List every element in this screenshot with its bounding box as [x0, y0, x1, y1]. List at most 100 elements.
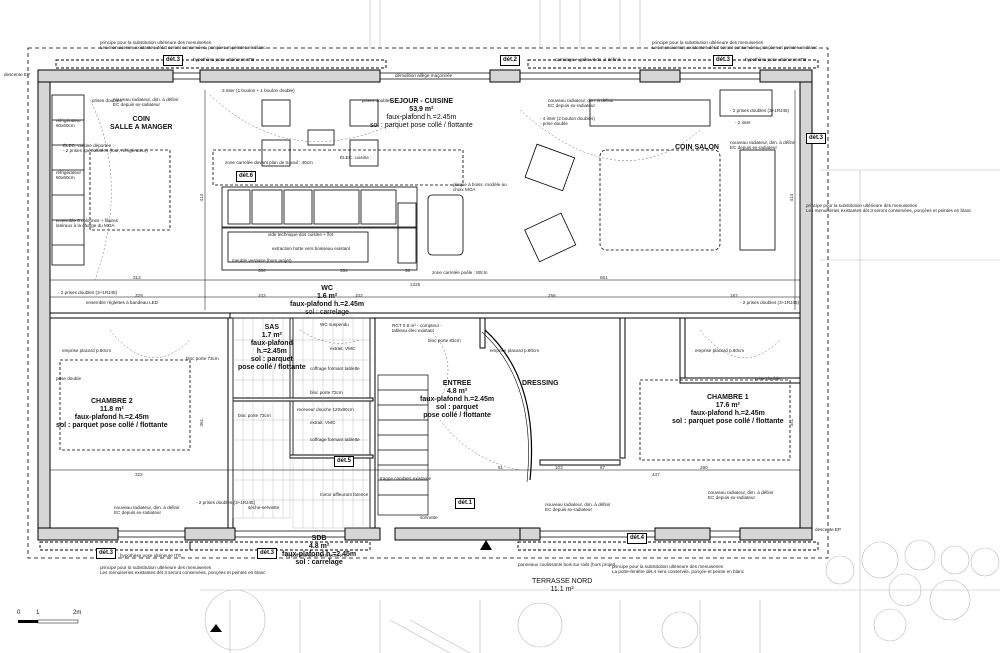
room-area: 53.9 m²: [409, 106, 434, 114]
dim-81: 81: [498, 465, 504, 470]
room-height: h.=2.45m: [256, 348, 287, 356]
note-trappe: trappe combles existante: [380, 476, 432, 481]
room-area: 4.8 m²: [446, 388, 468, 396]
room-ceiling: faux-plafond h.=2.45m: [74, 414, 149, 422]
note-miroir: miroir affleurant faïence: [320, 492, 369, 497]
note-refrigerateur2: réfrigérateur 60x60cm: [56, 170, 82, 181]
note-prises-rj45-right2: - 2 prises doubles (3+1RJ45): [740, 300, 800, 305]
note-hypo-ite-topright: hypothèse pose ultérieure ITE: [745, 57, 807, 62]
dim-651: 651: [600, 275, 608, 280]
note-vide-technique: vide technique dos cuisine + îlot: [268, 232, 334, 237]
window-openings: [118, 72, 760, 538]
detail-tag-3-top[interactable]: dét.3: [163, 55, 184, 66]
room-name: SAS: [264, 324, 280, 331]
site-background: [200, 0, 1000, 653]
dim-447: 447: [652, 472, 660, 477]
scale-bar: [18, 619, 79, 624]
dim-290: 290: [700, 465, 708, 470]
room-ceiling: faux-plafond: [250, 340, 293, 348]
room-name: TERRASSE NORD: [532, 578, 593, 585]
note-descente-ep-right: descente EP: [815, 527, 842, 532]
note-zone-carrelee-poele: zone carrelée poêle : 80cm: [432, 270, 488, 275]
note-coffrage: coffrage formant tablette: [310, 366, 360, 371]
note-bloc-porte-73-a: bloc porte 73cm: [186, 356, 219, 361]
scale-label-0: 0: [17, 610, 21, 616]
room-entree: ENTREE 4.8 m² faux-plafond h.=2.45m sol …: [420, 380, 494, 420]
detail-tag-4[interactable]: dét.4: [627, 533, 648, 544]
note-radiateur-right: nouveau radiateur, dim. à définir EC dep…: [730, 140, 796, 151]
note-inter-2-right: - 2 inter: [735, 120, 751, 125]
note-porte-fenetre: principe pour la substitution ultérieure…: [612, 564, 745, 575]
note-prise-double-right: prise double: [755, 376, 781, 381]
room-ceiling: faux-plafond h.=2.45m: [386, 114, 457, 122]
detail-tag-6[interactable]: dét.6: [236, 171, 257, 182]
note-hypo-ite-top: hypothèse pose ultérieure ITE: [193, 57, 255, 62]
note-bloc-porte-83: bloc porte 83cm: [428, 338, 461, 343]
dressing-curve-inner: [481, 331, 529, 483]
note-elec-cuisine: ÉLEC. cuisine :: [340, 155, 372, 160]
note-prise-double-left: prise double: [56, 376, 82, 381]
scale-label-1: 1: [36, 610, 40, 616]
dim-354: 354: [340, 268, 348, 273]
note-emprise-placard-left: emprise placard p.60cm: [62, 348, 112, 353]
note-emprise-placard-right: emprise placard p.60cm: [695, 348, 745, 353]
note-emprise-placard-dressing: emprise placard p.60cm: [490, 348, 540, 353]
detail-tag-3-right[interactable]: dét.3: [806, 133, 827, 144]
note-ensemble-tableau: ensemble réglettes à bandeau LED: [86, 300, 159, 305]
note-bloc-porte-73-c: bloc porte 73cm: [310, 390, 343, 395]
note-extrait-vmc: extrait. VMC: [330, 346, 356, 351]
room-sdb: SDB 4.8 m² faux-plafond h.=2.45m sol : c…: [282, 535, 356, 567]
note-menuiserie-topright: principe pour la substitution ultérieure…: [652, 40, 818, 51]
detail-tag-3-bottom[interactable]: dét.3: [257, 548, 278, 559]
beds: [59, 359, 791, 461]
dim-187: 187: [730, 293, 738, 298]
detail-tag-1[interactable]: dét.1: [455, 498, 476, 509]
dim-361: 361: [199, 418, 205, 427]
room-floor2: pose collé / flottante: [423, 412, 491, 420]
detail-tag-3-bottomleft[interactable]: dét.3: [96, 548, 117, 559]
room-floor: sol : parquet pose collé / flottante: [672, 418, 784, 426]
room-sejour: SEJOUR - CUISINE 53.9 m² faux-plafond h.…: [370, 98, 473, 130]
detail-tag-5[interactable]: dét.5: [334, 456, 355, 467]
room-coin-salon: COIN SALON: [675, 144, 719, 152]
note-prises-doubles-top: prises doubles: [362, 98, 392, 103]
note-prises-rj45-left: - 2 prises doubles (3+1RJ45): [58, 290, 118, 295]
note-prises-doubles-left: prises doubles: [92, 98, 122, 103]
room-name: SEJOUR - CUISINE: [389, 98, 454, 105]
kitchen: [212, 149, 464, 271]
note-radiateur-bottom: nouveau radiateur, dim. à définir EC dep…: [545, 502, 611, 513]
detail-tag-2[interactable]: dét.2: [500, 55, 521, 66]
note-coffrage2: coffrage formant tablette: [310, 437, 360, 442]
room-name: ENTREE: [442, 380, 472, 387]
dim-103b: 103: [555, 465, 563, 470]
room-area: 4.8 m²: [308, 543, 330, 551]
room-terrasse: TERRASSE NORD 11.1 m²: [532, 578, 592, 594]
dim-1325: 1325: [410, 282, 421, 287]
north-arrow-icon: [480, 540, 492, 550]
note-descente-ep: descente EP: [4, 72, 31, 77]
room-name: CHAMBRE 1: [707, 394, 749, 401]
note-inter-4: - 4 inter (2 boulon doubles) - prise dou…: [540, 116, 595, 127]
dim-300: 300: [258, 268, 266, 273]
room-floor: sol : parquet pose collé / flottante: [370, 122, 473, 130]
room-area: 1.6 m²: [316, 293, 338, 301]
room-ceiling: faux-plafond h.=2.45m: [690, 410, 765, 418]
dim-414: 414: [199, 193, 205, 202]
note-plaque-boiss: plaque à boiss. modèle au choix MOA: [453, 182, 507, 193]
room-sas: SAS 1.7 m² faux-plafond h.=2.45m sol : p…: [238, 324, 306, 372]
furniture: [51, 89, 776, 266]
note-refrigerateur: réfrigérateur 60x60cm: [56, 118, 82, 129]
room-coin-salle: COIN SALLE A MANGER: [110, 116, 172, 132]
dim-329: 329: [135, 293, 143, 298]
note-menuiserie-bottom: principe pour la substitution ultérieure…: [100, 565, 266, 576]
note-extrait-vmc2: extrait. VMC: [310, 420, 336, 425]
room-chambre2: CHAMBRE 2 11.8 m² faux-plafond h.=2.45m …: [56, 398, 168, 430]
detail-tag-3-topright[interactable]: dét.3: [713, 55, 734, 66]
room-floor: sol : parquet pose collé / flottante: [56, 422, 168, 430]
note-sonnette: sonnette: [420, 515, 438, 520]
north-arrow-small-icon: [210, 624, 222, 632]
room-area: 1.7 m²: [261, 332, 282, 340]
staircase: [377, 374, 429, 516]
room-name-line2: SALLE A MANGER: [110, 124, 173, 132]
